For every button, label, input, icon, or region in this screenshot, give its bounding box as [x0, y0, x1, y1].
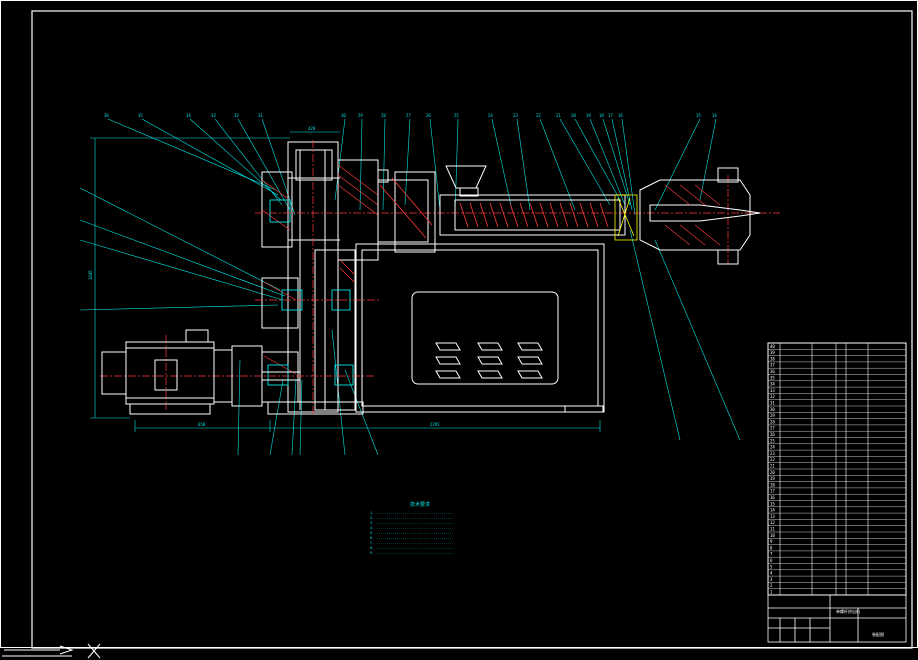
svg-text:420: 420 — [308, 126, 316, 131]
bom-row-number: 25 — [770, 438, 775, 443]
bom-row-number: 21 — [770, 464, 775, 469]
svg-text:18: 18 — [599, 113, 604, 118]
bom-row-number: 13 — [770, 514, 775, 519]
svg-text:14: 14 — [712, 113, 717, 118]
cabinet-vents — [435, 342, 543, 379]
svg-text:36: 36 — [104, 113, 109, 118]
ucs-icon — [2, 643, 101, 659]
svg-text:27: 27 — [406, 113, 411, 118]
note-line: 6. .....................................… — [370, 536, 454, 540]
svg-text:20: 20 — [571, 113, 576, 118]
svg-text:32: 32 — [234, 113, 239, 118]
technical-notes: 技术要求 1. ................................… — [370, 501, 454, 555]
bom-row-number: 27 — [770, 426, 775, 431]
bom-row-number: 16 — [770, 495, 775, 500]
bom-row-number: 2 — [770, 583, 773, 588]
balloon-labels-top: 36 35 34 33 32 31 30 29 28 27 26 25 24 23 22 21 20 1… — [104, 113, 717, 118]
bom-row-number: 9 — [770, 539, 773, 544]
bom-row-number: 3 — [770, 577, 773, 582]
svg-text:17: 17 — [608, 113, 613, 118]
bom-row-number: 24 — [770, 445, 775, 450]
bom-row-number: 19 — [770, 476, 775, 481]
bom-row-number: 32 — [770, 394, 775, 399]
bom-row-number: 17 — [770, 489, 775, 494]
leader-lines — [79, 118, 741, 456]
bom-row-number: 12 — [770, 520, 775, 525]
bom-row-number: 6 — [770, 558, 773, 563]
svg-text:35: 35 — [138, 113, 143, 118]
center-lines — [100, 140, 780, 415]
bom-row-number: 4 — [770, 571, 773, 576]
svg-text:33: 33 — [211, 113, 216, 118]
svg-text:23: 23 — [513, 113, 518, 118]
svg-text:19: 19 — [586, 113, 591, 118]
bom-row-number: 40 — [770, 344, 775, 349]
bom-row-number: 10 — [770, 533, 775, 538]
bom-row-number: 20 — [770, 470, 775, 475]
die-head — [639, 167, 761, 265]
svg-text:650: 650 — [198, 422, 206, 427]
heater-bands — [614, 194, 638, 241]
svg-text:2295: 2295 — [430, 422, 440, 427]
dimension-text: 1045 420 650 2295 — [88, 126, 440, 427]
svg-text:15: 15 — [696, 113, 701, 118]
bom-row-number: 14 — [770, 508, 775, 513]
svg-text:31: 31 — [258, 113, 263, 118]
bom-row-number: 30 — [770, 407, 775, 412]
svg-text:25: 25 — [454, 113, 459, 118]
bom-row-number: 8 — [770, 545, 773, 550]
note-line: 2. .....................................… — [370, 516, 454, 520]
bom-row-number: 5 — [770, 564, 773, 569]
bom-row-number: 26 — [770, 432, 775, 437]
svg-text:30: 30 — [341, 113, 346, 118]
bom-row-number: 36 — [770, 369, 775, 374]
svg-text:21: 21 — [556, 113, 561, 118]
screw-flights — [379, 177, 609, 239]
inner-border — [31, 10, 913, 649]
note-line: 4. .....................................… — [370, 526, 454, 530]
svg-text:28: 28 — [381, 113, 386, 118]
bom-row-number: 1 — [770, 590, 773, 595]
note-line: 5. .....................................… — [370, 531, 454, 535]
bom-row-number: 39 — [770, 350, 775, 355]
note-line: 1. .....................................… — [370, 511, 454, 515]
title-block — [767, 594, 907, 643]
bom-row-number: 34 — [770, 382, 775, 387]
bom-row-number: 23 — [770, 451, 775, 456]
svg-text:1045: 1045 — [88, 270, 93, 280]
svg-text:29: 29 — [358, 113, 363, 118]
bom-row-number: 22 — [770, 457, 775, 462]
bom-row-number: 35 — [770, 375, 775, 380]
note-line: 7. .....................................… — [370, 541, 454, 545]
note-line: 9. .....................................… — [370, 551, 454, 555]
bom-row-number: 29 — [770, 413, 775, 418]
title-block-drawing-no: 装配图 — [872, 631, 884, 637]
bearing-highlights — [267, 199, 354, 386]
bom-row-number: 28 — [770, 419, 775, 424]
bom-row-number: 31 — [770, 401, 775, 406]
bom-row-number: 33 — [770, 388, 775, 393]
svg-text:26: 26 — [426, 113, 431, 118]
bom-table: 4039383736353433323130292827262524232221… — [767, 342, 907, 596]
bom-row-number: 7 — [770, 552, 773, 557]
svg-text:24: 24 — [488, 113, 493, 118]
bom-row-number: 11 — [770, 527, 775, 532]
die-hatching — [664, 184, 721, 246]
dimension-lines — [90, 131, 601, 432]
electric-motor — [101, 329, 300, 415]
title-block-name: 单螺杆挤出机 — [836, 608, 860, 614]
note-line: 3. .....................................… — [370, 521, 454, 525]
svg-text:16: 16 — [618, 113, 623, 118]
svg-text:34: 34 — [186, 113, 191, 118]
note-line: 8. .....................................… — [370, 546, 454, 550]
bom-row-number: 38 — [770, 356, 775, 361]
bom-row-number: 18 — [770, 482, 775, 487]
bom-row-number: 15 — [770, 501, 775, 506]
svg-text:22: 22 — [536, 113, 541, 118]
notes-title: 技术要求 — [410, 501, 430, 508]
bom-row-number: 37 — [770, 363, 775, 368]
barrel-assembly — [377, 165, 626, 253]
base-cabinet — [355, 243, 605, 413]
